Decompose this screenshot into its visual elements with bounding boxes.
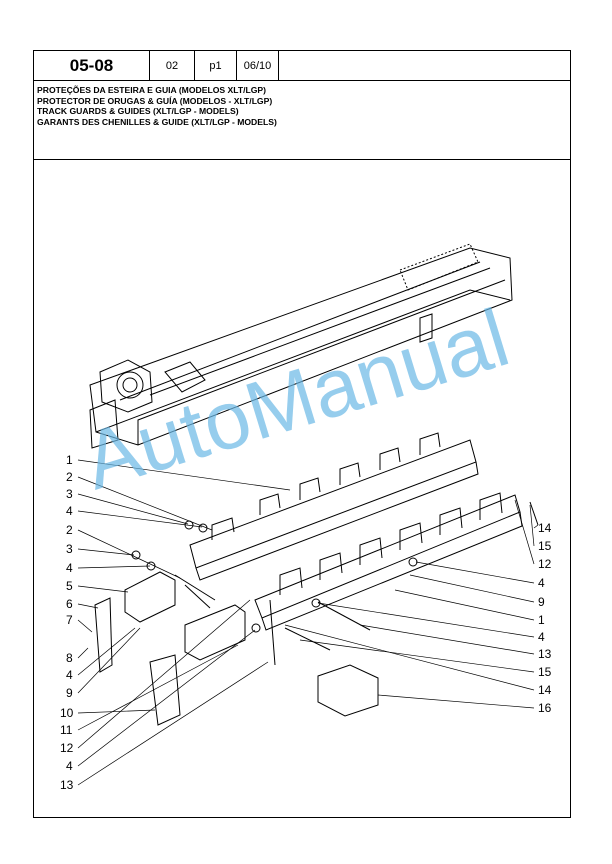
- track-frame-illustration: [89, 243, 513, 449]
- bolt-15: [284, 627, 331, 651]
- washer-4-right: [408, 557, 418, 567]
- callout-2b: 2: [66, 523, 73, 537]
- callout-4b: 4: [66, 561, 73, 575]
- callout-8: 8: [66, 651, 73, 665]
- page-number: p1: [195, 51, 237, 80]
- bolt-2-upper: [174, 574, 216, 601]
- left-leader-lines: [77, 459, 291, 786]
- callout-1-right: 1: [538, 613, 545, 627]
- callout-10: 10: [60, 706, 74, 720]
- callout-16: 16: [538, 701, 552, 715]
- section-code: 05-08: [34, 51, 150, 80]
- callout-4-right-b: 4: [538, 630, 545, 644]
- callout-15: 15: [538, 539, 552, 553]
- bolt-14-right: [529, 501, 539, 526]
- callout-6: 6: [66, 597, 73, 611]
- left-callouts: 1 2 3 4 2 3 4 5 6 7 8 4 9 10 11 12 4 13: [60, 453, 74, 792]
- callout-3b: 3: [66, 542, 73, 556]
- guide-plate-10: [149, 654, 181, 726]
- title-french: GARANTS DES CHENILLES & GUIDE (XLT/LGP -…: [37, 116, 277, 127]
- bolt-13-long: [317, 601, 371, 631]
- revision-date: 06/10: [237, 51, 279, 80]
- guide-block-16: [317, 664, 379, 717]
- callout-14-right: 14: [538, 683, 552, 697]
- revision-number: 02: [150, 51, 195, 80]
- title-portuguese: PROTEÇÕES DA ESTEIRA E GUIA (MODELOS XLT…: [37, 85, 267, 95]
- callout-7: 7: [66, 613, 73, 627]
- title-spanish: PROTECTOR DE ORUGAS & GUÍA (MODELOS - XL…: [37, 95, 273, 106]
- title-block: PROTEÇÕES DA ESTEIRA E GUIA (MODELOS XLT…: [34, 80, 570, 160]
- washer-4-low: [251, 623, 261, 633]
- callout-4: 4: [66, 504, 73, 518]
- callout-5: 5: [66, 579, 73, 593]
- callout-2: 2: [66, 470, 73, 484]
- document-frame: 05-08 02 p1 06/10 PROTEÇÕES DA ESTEIRA E…: [33, 50, 571, 818]
- bracket-11: [184, 604, 246, 661]
- callout-12-right: 12: [538, 557, 552, 571]
- upper-track-guard-rail: [189, 432, 479, 581]
- title-english: TRACK GUARDS & GUIDES (XLT/LGP - MODELS): [37, 106, 239, 117]
- callout-9-right: 9: [538, 595, 545, 609]
- callout-4d: 4: [66, 759, 73, 773]
- callout-4-right: 4: [538, 576, 545, 590]
- right-callouts: 14 15 12 4 9 1 4 13 15 14 16: [538, 521, 552, 715]
- callout-12: 12: [60, 741, 74, 755]
- callout-11: 11: [60, 723, 73, 737]
- right-leader-lines: [284, 499, 539, 709]
- callout-9: 9: [66, 686, 73, 700]
- bolt-2-lower: [184, 584, 211, 609]
- callout-14: 14: [538, 521, 552, 535]
- header-row: 05-08 02 p1 06/10: [34, 51, 279, 81]
- bracket-5: [124, 571, 176, 623]
- callout-3: 3: [66, 487, 73, 501]
- guide-plate-6: [94, 597, 113, 673]
- callout-13-right: 13: [538, 647, 552, 661]
- callout-1: 1: [66, 453, 73, 467]
- callout-4c: 4: [66, 668, 73, 682]
- callout-15-right: 15: [538, 665, 552, 679]
- callout-13: 13: [60, 778, 74, 792]
- bolt-13-vertical: [269, 599, 276, 666]
